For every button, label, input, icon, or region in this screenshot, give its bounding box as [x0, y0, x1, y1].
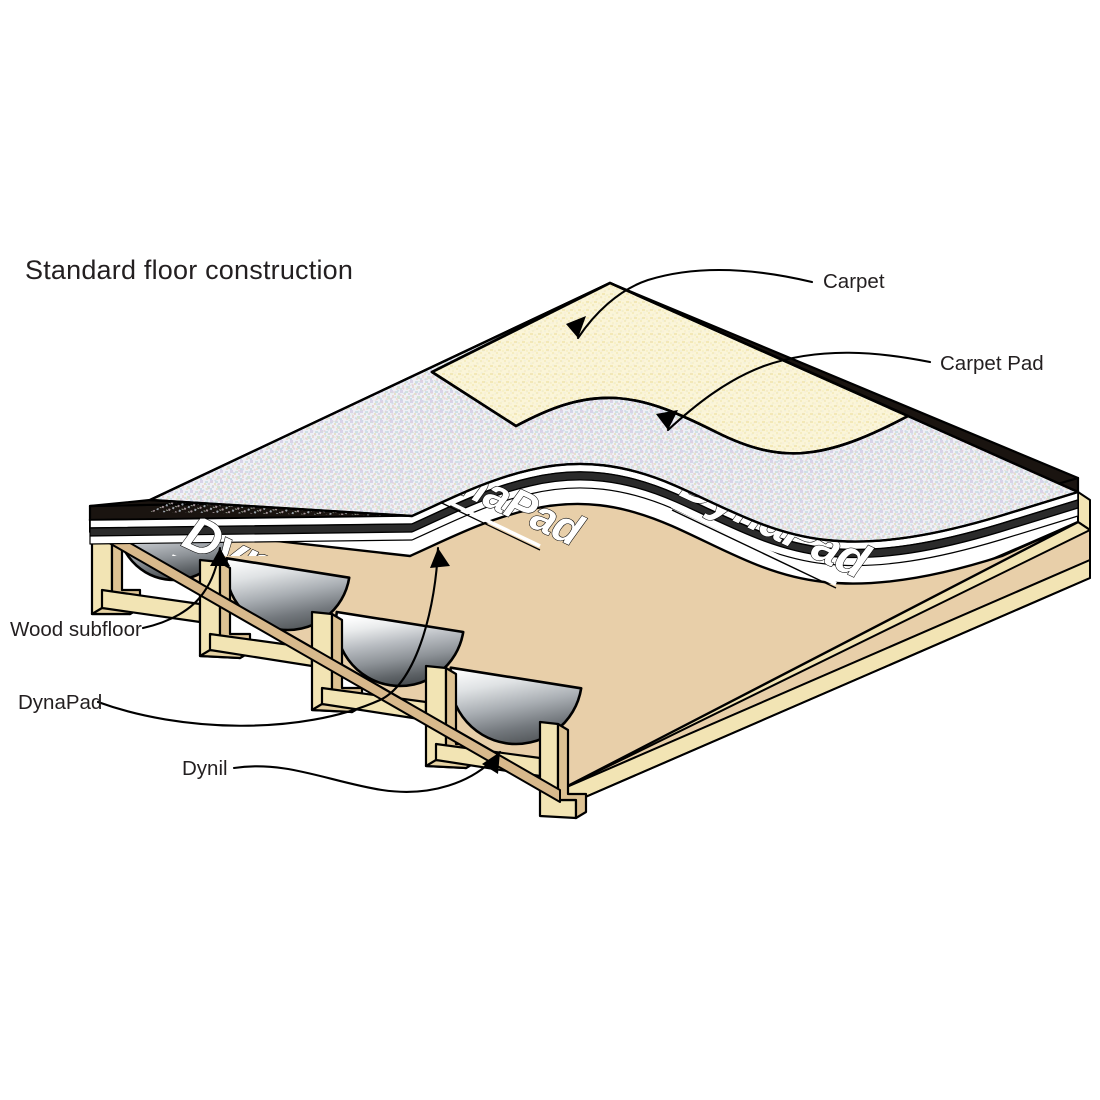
- callout-label-carpet-pad: Carpet Pad: [940, 352, 1044, 375]
- callout-dynil: Dynil: [182, 750, 502, 793]
- dynapad-edge-stripe-3: [89, 479, 1079, 567]
- page-title: Standard floor construction: [25, 255, 353, 285]
- callout-label-wood-subfloor: Wood subfloor: [10, 618, 142, 641]
- callout-label-dynil: Dynil: [182, 757, 228, 780]
- callout-carpet: Carpet: [566, 269, 885, 340]
- callout-carpet-pad: Carpet Pad: [656, 351, 1044, 432]
- callout-dynapad: DynaPad: [18, 546, 450, 727]
- callout-label-carpet: Carpet: [823, 270, 885, 293]
- callout-label-dynapad: DynaPad: [18, 691, 102, 714]
- callout-wood-subfloor: Wood subfloor: [10, 546, 230, 641]
